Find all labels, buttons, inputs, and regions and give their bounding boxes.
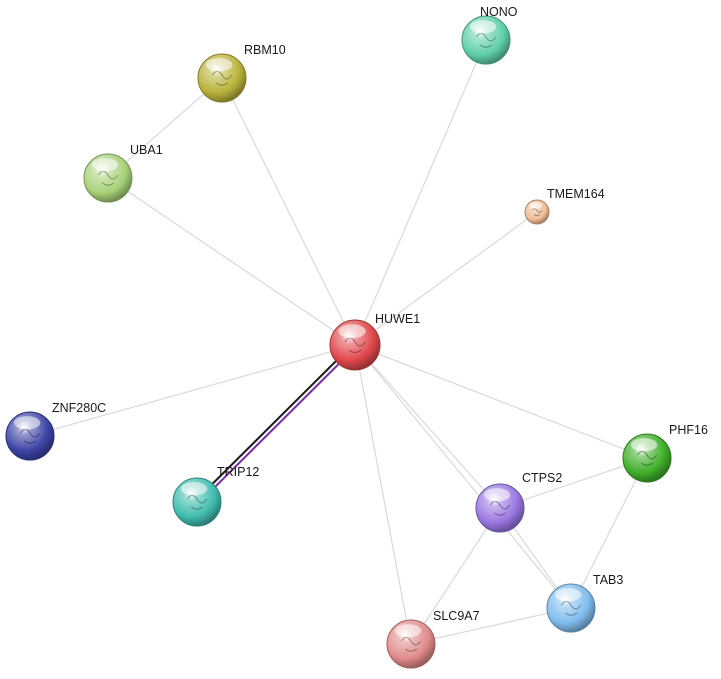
edge-rbm10-huwe1 <box>221 77 356 346</box>
protein-structure-icon <box>531 208 543 217</box>
node-gloss <box>630 438 658 452</box>
edge-tmem164-huwe1 <box>354 211 538 346</box>
edge-tab3-slc9a7 <box>410 607 572 645</box>
node-label: NONO <box>480 5 518 19</box>
node-label: PHF16 <box>669 423 708 437</box>
node-rbm10[interactable]: RBM10 <box>197 43 286 103</box>
edge-uba1-huwe1 <box>107 177 356 346</box>
node-label: TMEM164 <box>547 187 605 201</box>
edge-ctps2-phf16 <box>499 457 648 509</box>
protein-structure-icon <box>19 428 41 444</box>
protein-structure-icon <box>560 600 582 616</box>
node-gloss <box>528 202 543 209</box>
node-slc9a7[interactable]: SLC9A7 <box>386 609 480 669</box>
node-gloss <box>483 488 511 502</box>
node-gloss <box>394 624 422 638</box>
node-gloss <box>338 324 366 339</box>
edge-huwe1-ctps2 <box>354 344 501 509</box>
node-label: TRIP12 <box>217 465 259 479</box>
edge-huwe1-phf16 <box>354 344 648 459</box>
protein-structure-icon <box>186 494 208 510</box>
protein-structure-icon <box>636 450 658 466</box>
node-trip12[interactable]: TRIP12 <box>172 465 259 527</box>
protein-structure-icon <box>400 636 422 652</box>
node-gloss <box>469 20 497 34</box>
node-label: SLC9A7 <box>433 609 480 623</box>
node-gloss <box>91 158 119 172</box>
node-gloss <box>205 58 233 72</box>
node-tmem164[interactable]: TMEM164 <box>524 187 605 225</box>
node-znf280c[interactable]: ZNF280C <box>5 401 106 461</box>
edge-strand <box>211 360 343 491</box>
protein-structure-icon <box>211 70 233 86</box>
node-gloss <box>180 482 208 496</box>
edge-strand <box>209 357 340 488</box>
node-label: HUWE1 <box>375 312 420 326</box>
edge-huwe1-slc9a7 <box>354 344 412 645</box>
protein-structure-icon <box>489 500 511 516</box>
node-huwe1[interactable]: HUWE1 <box>329 312 420 371</box>
node-tab3[interactable]: TAB3 <box>546 573 623 633</box>
protein-structure-icon <box>344 337 366 354</box>
protein-structure-icon <box>97 170 119 186</box>
protein-structure-icon <box>475 32 497 48</box>
node-gloss <box>13 416 41 430</box>
edge-znf280c-huwe1 <box>29 344 356 437</box>
node-label: TAB3 <box>593 573 623 587</box>
edge-nono-huwe1 <box>354 39 487 346</box>
node-ctps2[interactable]: CTPS2 <box>475 471 562 533</box>
node-phf16[interactable]: PHF16 <box>622 423 708 483</box>
node-nono[interactable]: NONO <box>461 5 518 65</box>
node-gloss <box>554 588 582 602</box>
edge-ctps2-slc9a7 <box>410 507 501 645</box>
node-label: RBM10 <box>244 43 286 57</box>
node-label: CTPS2 <box>522 471 562 485</box>
edge-huwe1-tab3 <box>354 344 572 609</box>
node-label: UBA1 <box>130 143 163 157</box>
node-label: ZNF280C <box>52 401 106 415</box>
node-uba1[interactable]: UBA1 <box>83 143 163 203</box>
edge-phf16-tab3 <box>570 457 648 609</box>
edge-rbm10-uba1 <box>107 77 223 179</box>
